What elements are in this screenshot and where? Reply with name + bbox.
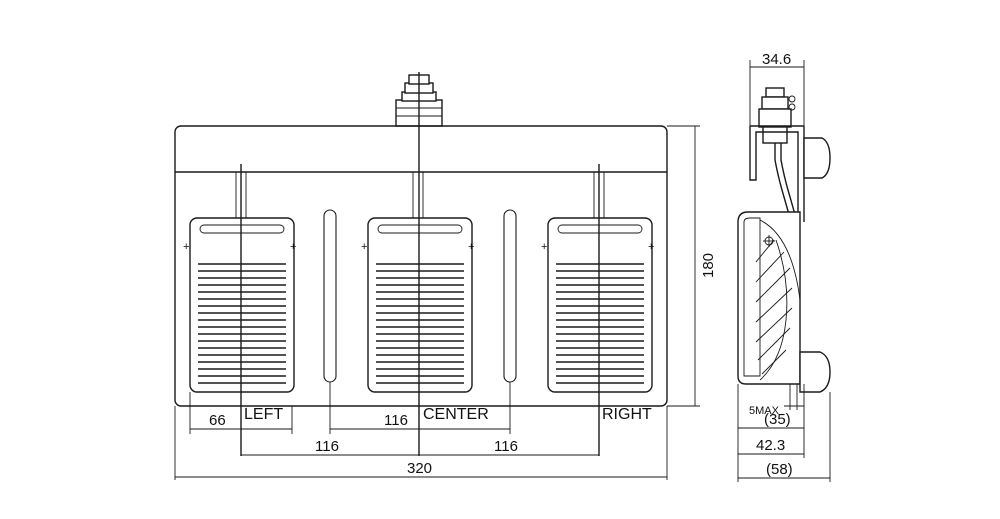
svg-text:180: 180 <box>700 253 717 278</box>
svg-text:+: + <box>541 241 547 253</box>
side-view: 34.6 5MAX (35) 42.3 (58) <box>737 51 831 482</box>
dim-overall-width: 320 <box>175 460 667 478</box>
svg-text:42.3: 42.3 <box>756 437 785 454</box>
separator-slot-right <box>503 209 517 383</box>
pedal-grille <box>198 263 286 384</box>
pedal-grille <box>376 263 464 384</box>
front-view: + + <box>174 72 717 480</box>
hinge-posts <box>235 171 605 219</box>
dim-pedal-margin: 66 <box>190 412 292 430</box>
svg-text:(35): (35) <box>764 411 791 428</box>
svg-text:34.6: 34.6 <box>762 51 791 68</box>
label-left: LEFT <box>244 406 283 423</box>
separator-slot-left <box>323 209 337 383</box>
svg-text:66: 66 <box>209 412 226 429</box>
upper-foot <box>803 137 831 179</box>
svg-text:+: + <box>468 241 474 253</box>
left-pedal: + + <box>183 217 296 393</box>
pedal-center-lines <box>240 72 600 456</box>
right-pedal: + + <box>541 217 654 393</box>
dim-center-width: 116 <box>330 412 510 430</box>
dim-pedal-spacing: 116 116 <box>241 438 599 456</box>
side-base-body <box>737 211 801 385</box>
dim-top-width: 34.6 <box>750 51 804 68</box>
svg-text:+: + <box>648 241 654 253</box>
center-pedal: + + <box>361 217 474 393</box>
svg-text:5MAX: 5MAX <box>749 405 780 417</box>
svg-text:116: 116 <box>494 438 518 455</box>
pedal-grille <box>556 263 644 384</box>
lower-foot <box>799 351 831 393</box>
svg-text:320: 320 <box>407 460 432 477</box>
dim-base-depth: 42.3 <box>738 437 804 455</box>
svg-text:+: + <box>183 241 189 253</box>
svg-text:116: 116 <box>315 438 339 455</box>
dim-height: 180 <box>694 126 717 406</box>
svg-text:+: + <box>361 241 367 253</box>
dim-overall-depth: (58) <box>738 461 830 479</box>
svg-text:116: 116 <box>384 412 408 429</box>
side-connector <box>758 87 796 144</box>
dim-stroke-max: 5MAX <box>749 405 804 417</box>
svg-text:+: + <box>290 241 296 253</box>
side-extension-lines <box>737 60 831 482</box>
label-center: CENTER <box>423 406 489 423</box>
svg-text:(58): (58) <box>766 461 793 478</box>
housing-outline <box>174 125 668 407</box>
label-right: RIGHT <box>602 406 652 423</box>
extension-lines <box>174 125 700 480</box>
dim-pedal-depth: (35) <box>738 411 804 429</box>
